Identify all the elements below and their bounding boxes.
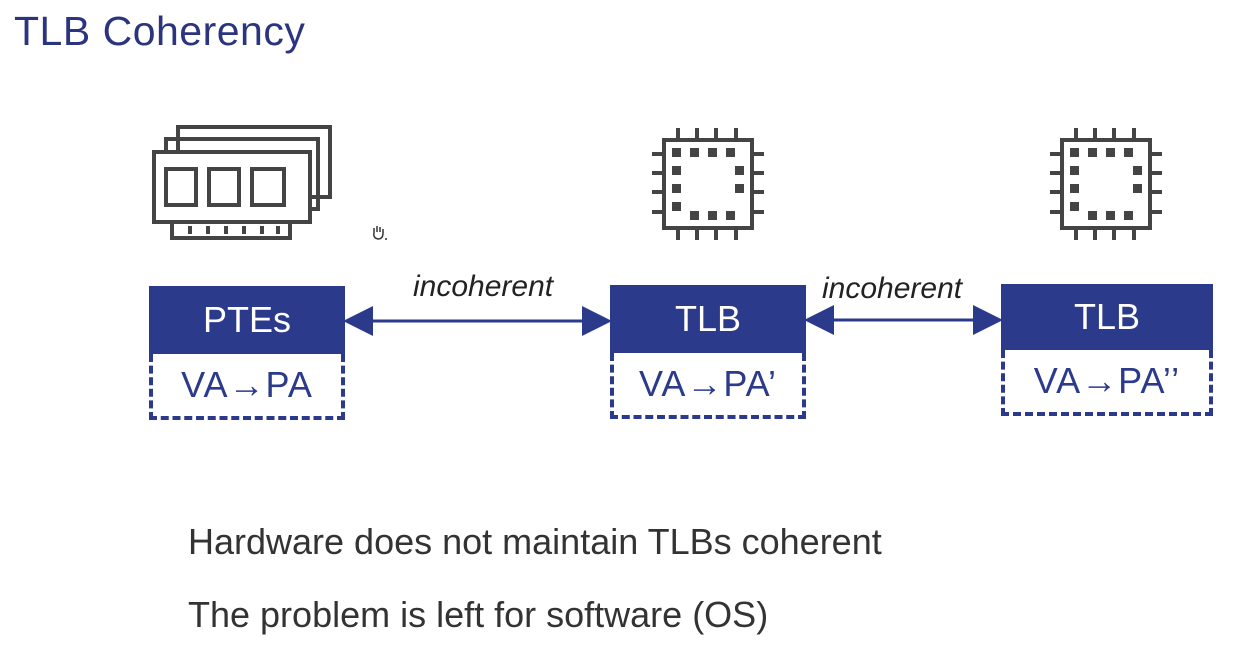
slide-title: TLB Coherency	[14, 8, 306, 54]
tlb-box: TLB VA→PA’’	[1001, 284, 1213, 416]
tlb-box-mapping: VA→PA’	[610, 353, 806, 419]
link-label-incoherent: incoherent	[413, 270, 554, 303]
pte-box-header: PTEs	[149, 286, 345, 354]
pte-box-mapping: VA→PA	[149, 354, 345, 420]
hand-cursor-icon	[373, 226, 387, 240]
cpu-chip-icon	[652, 128, 764, 240]
memory-module-icon	[152, 125, 332, 240]
tlb-box-header: TLB	[1001, 284, 1213, 350]
bullet-text: Hardware does not maintain TLBs coherent	[188, 521, 882, 562]
tlb-box-header: TLB	[610, 285, 806, 353]
tlb-box: TLB VA→PA’	[610, 285, 806, 419]
tlb-box-mapping: VA→PA’’	[1001, 350, 1213, 416]
bullet-text: The problem is left for software (OS)	[188, 594, 769, 635]
link-label-incoherent: incoherent	[822, 272, 963, 305]
pte-box: PTEs VA→PA	[149, 286, 345, 420]
cpu-chip-icon	[1050, 128, 1162, 240]
